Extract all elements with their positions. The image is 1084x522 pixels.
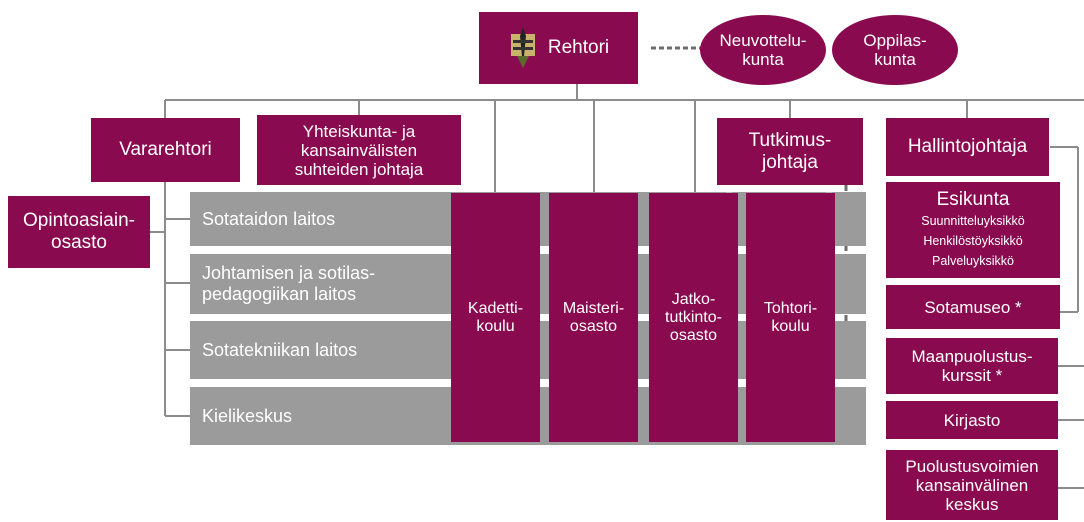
study-office-box: Opintoasiain- osasto <box>8 196 150 268</box>
rector-label: Rehtori <box>547 37 610 58</box>
school-box: Maisteri- osasto <box>549 193 638 442</box>
school-label: Maisteri- osasto <box>562 299 625 335</box>
school-label: Tohtori- koulu <box>763 299 818 335</box>
school-label: Jatko- tutkinto- osasto <box>665 290 722 344</box>
rector-box: Rehtori <box>479 12 638 84</box>
research-director-box: Tutkimus- johtaja <box>717 118 863 185</box>
school-box: Kadetti- koulu <box>451 193 540 442</box>
study-office-label: Opintoasiain- osasto <box>23 210 135 253</box>
admin-director-box: Hallintojohtaja <box>886 118 1049 176</box>
defence-courses-label: Maanpuolustus- kurssit * <box>911 347 1033 385</box>
international-centre-label: Puolustusvoimien kansainvälinen keskus <box>905 456 1039 514</box>
department-label: Sotatekniikan laitos <box>202 339 358 360</box>
school-box: Jatko- tutkinto- osasto <box>649 193 738 442</box>
school-label: Kadetti- koulu <box>467 299 524 335</box>
emblem-icon <box>510 27 535 68</box>
social-relations-director-label: Yhteiskunta- ja kansainvälisten suhteide… <box>294 121 424 179</box>
council-label: Neuvottelu- kunta <box>719 31 807 69</box>
vice-rector-label: Vararehtori <box>119 139 212 160</box>
school-box: Tohtori- koulu <box>746 193 835 442</box>
social-relations-director-box: Yhteiskunta- ja kansainvälisten suhteide… <box>257 115 461 185</box>
staff-title: Esikunta <box>936 189 1010 210</box>
department-label: Sotataidon laitos <box>202 208 336 229</box>
admin-director-label: Hallintojohtaja <box>907 136 1028 157</box>
library-label: Kirjasto <box>943 410 1001 430</box>
vice-rector-box: Vararehtori <box>91 118 240 182</box>
staff-unit: Suunnitteluyksikkö <box>921 214 1025 228</box>
defence-courses-box: Maanpuolustus- kurssit * <box>886 338 1058 394</box>
international-centre-box: Puolustusvoimien kansainvälinen keskus <box>886 450 1058 520</box>
department-label: Kielikeskus <box>202 405 293 426</box>
museum-box: Sotamuseo * <box>886 285 1060 329</box>
staff-box: Esikunta Suunnitteluyksikkö Henkilöstöyk… <box>886 182 1060 278</box>
staff-unit: Palveluyksikkö <box>932 254 1014 268</box>
student-union-oval: Oppilas- kunta <box>832 15 958 85</box>
student-union-label: Oppilas- kunta <box>863 31 927 69</box>
museum-label: Sotamuseo * <box>924 297 1022 317</box>
staff-unit: Henkilöstöyksikkö <box>923 234 1023 248</box>
council-oval: Neuvottelu- kunta <box>700 15 826 85</box>
department-label: Johtamisen ja sotilas- pedagogiikan lait… <box>202 263 376 304</box>
library-box: Kirjasto <box>886 401 1058 439</box>
research-director-label: Tutkimus- johtaja <box>748 129 832 173</box>
